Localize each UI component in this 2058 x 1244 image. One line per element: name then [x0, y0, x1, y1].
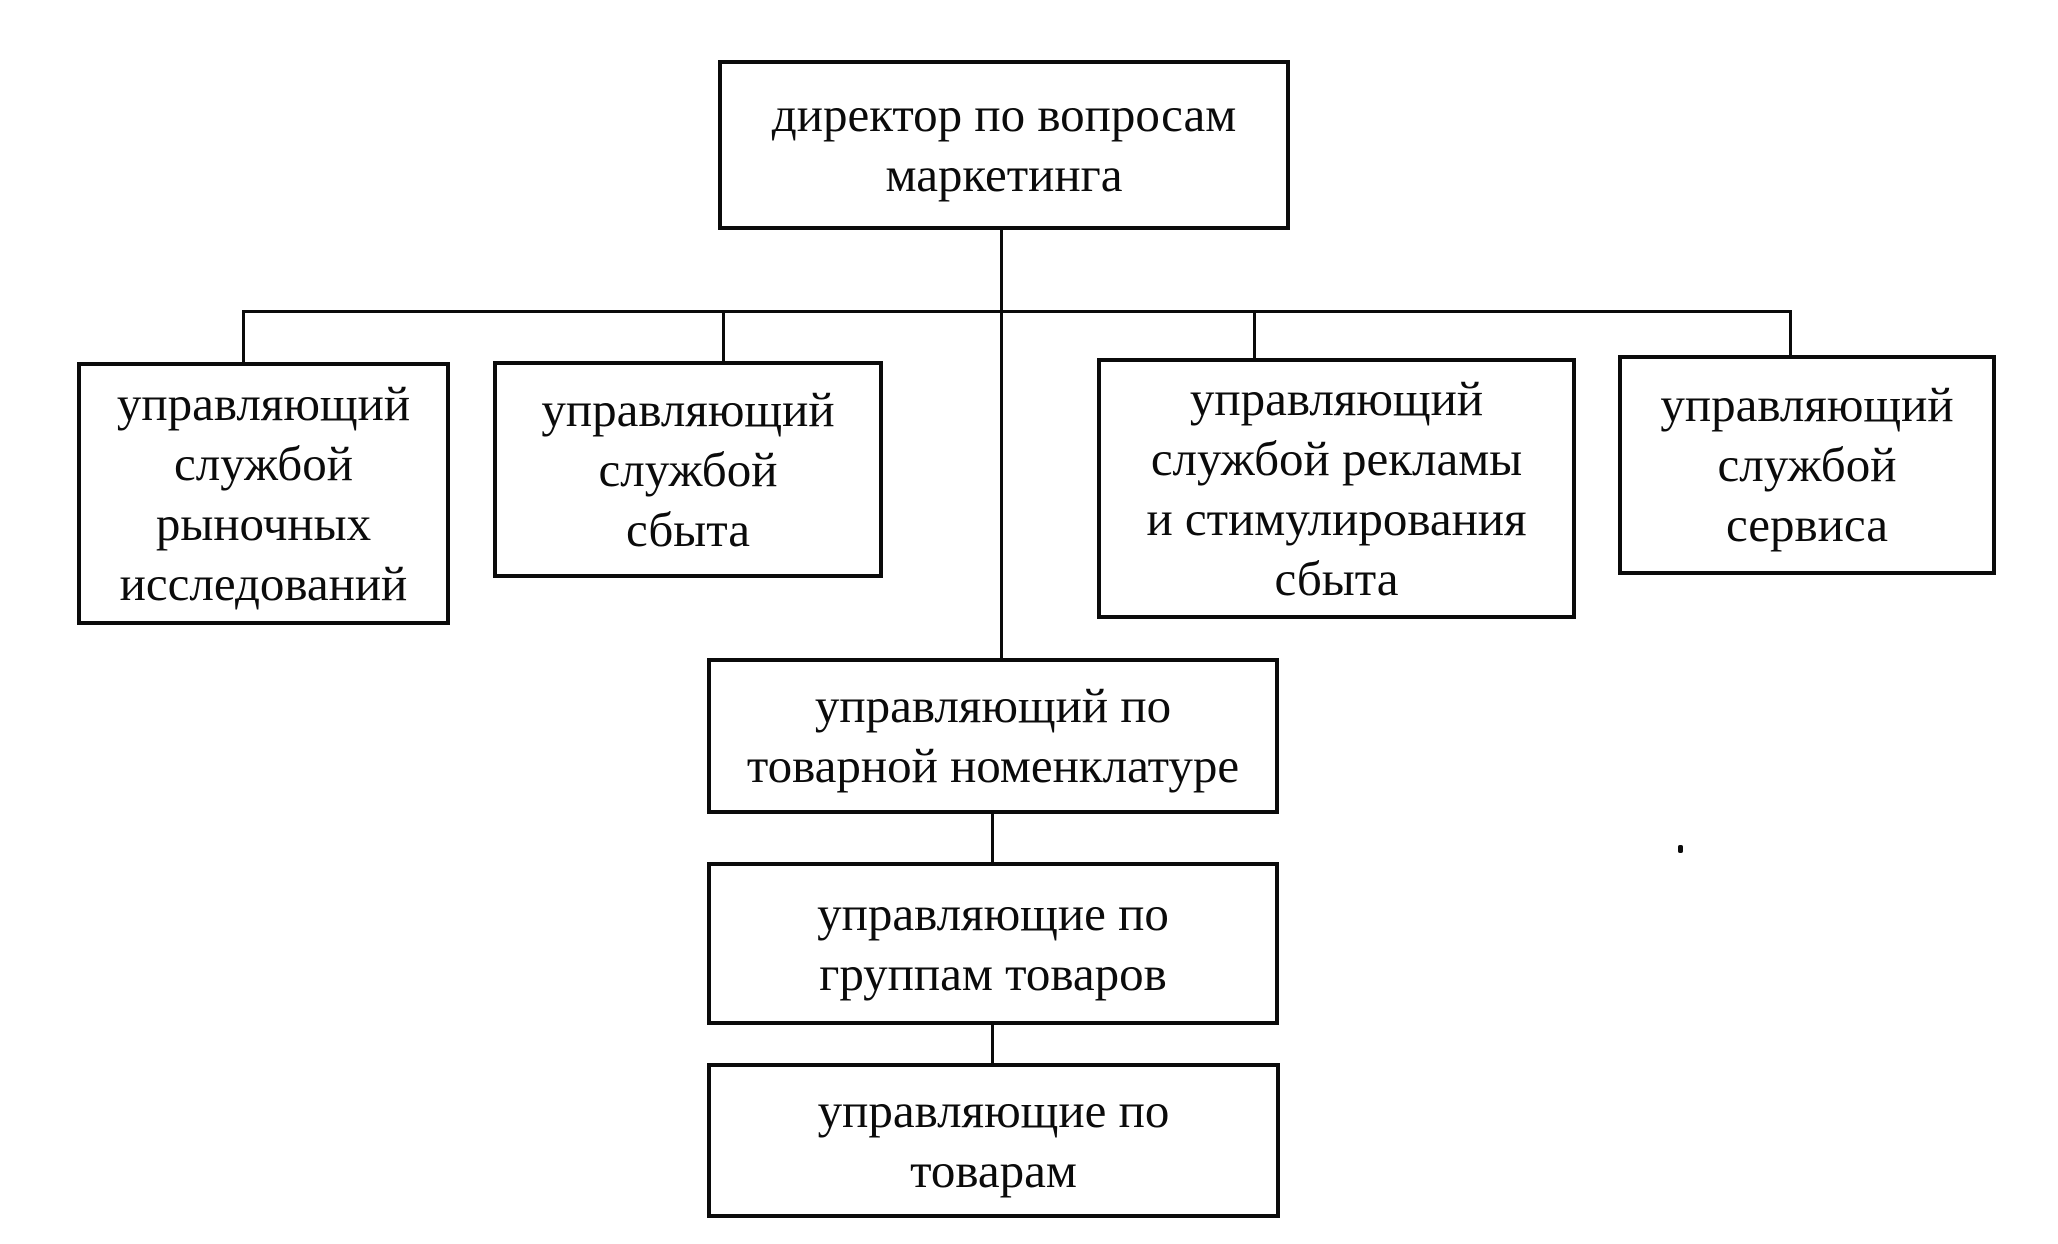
node-sales-manager: управляющий службой сбыта [493, 361, 883, 578]
connector-director-to-nomenclature [1000, 228, 1003, 662]
node-product-group-managers: управляющие по группам товаров [707, 862, 1279, 1025]
node-product-managers: управляющие по товарам [707, 1063, 1280, 1218]
connector-horizontal-bus [242, 310, 1792, 313]
connector-drop-service [1789, 310, 1792, 359]
connector-nomenclature-to-groups [991, 812, 994, 866]
node-market-research-manager: управляющий службой рыночных исследовани… [77, 362, 450, 625]
connector-groups-to-products [991, 1023, 994, 1067]
connector-drop-advertising [1253, 310, 1256, 362]
node-service-manager: управляющий службой сервиса [1618, 355, 1996, 575]
node-marketing-director: директор по вопросам маркетинга [718, 60, 1290, 230]
node-advertising-promotion-manager: управляющий службой рекламы и стимулиров… [1097, 358, 1576, 619]
node-product-nomenclature-manager: управляющий по товарной номенклатуре [707, 658, 1279, 814]
scan-speck-artifact [1678, 845, 1683, 853]
connector-drop-sales [722, 310, 725, 365]
connector-drop-market-research [242, 310, 245, 366]
